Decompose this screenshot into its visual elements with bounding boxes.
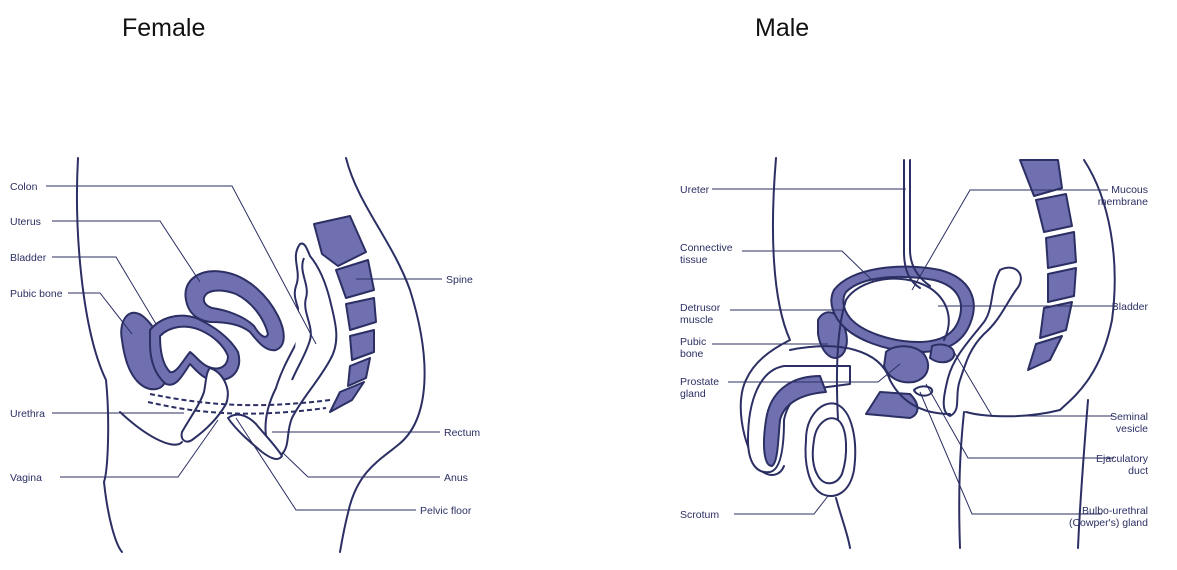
female-anus-leader xyxy=(282,452,440,477)
female-vertebra-1 xyxy=(314,216,366,266)
male-mucous-membrane-label-1: Mucous xyxy=(1111,184,1148,196)
male-vertebra-3 xyxy=(1046,232,1076,268)
female-sacrum xyxy=(330,382,364,412)
female-leg-outline-left xyxy=(104,482,122,552)
female-vertebra-5 xyxy=(348,358,370,386)
male-seminal-vesicle xyxy=(930,344,954,362)
male-testis xyxy=(813,418,846,483)
male-seminal-vesicle-label-1: Seminal xyxy=(1110,411,1148,423)
male-prostate-label-1: Prostate xyxy=(680,376,719,388)
male-bladder-label: Bladder xyxy=(1112,301,1149,313)
female-vagina-label: Vagina xyxy=(10,472,42,484)
female-vertebra-4 xyxy=(350,330,374,360)
male-pubic-bone-label-1: Pubic xyxy=(680,336,706,348)
female-rectum-label: Rectum xyxy=(444,427,480,439)
female-diagram xyxy=(77,158,425,552)
male-ureter-label: Ureter xyxy=(680,184,710,196)
female-uterus-label: Uterus xyxy=(10,216,41,228)
male-vertebra-1 xyxy=(1020,160,1062,196)
male-prostate xyxy=(884,346,928,382)
female-colon-label: Colon xyxy=(10,181,38,193)
male-cowpers-label-2: (Cowper's) gland xyxy=(1069,517,1148,529)
female-vertebra-3 xyxy=(346,298,376,330)
male-mucous-membrane-label-2: membrane xyxy=(1098,196,1148,208)
male-pubic-bone-label-2: bone xyxy=(680,348,704,360)
male-detrusor-muscle-label-1: Detrusor xyxy=(680,302,721,314)
male-sacrum xyxy=(1028,336,1062,370)
female-urethra-label: Urethra xyxy=(10,408,45,420)
male-scrotum-leader xyxy=(734,496,828,514)
male-thigh-outline xyxy=(836,412,964,548)
male-ejaculatory-duct-label-1: Ejaculatory xyxy=(1096,453,1149,465)
female-pelvic-floor-label: Pelvic floor xyxy=(420,505,472,517)
male-ejaculatory-duct-label-2: duct xyxy=(1128,465,1148,477)
male-connective-tissue-label-2: tissue xyxy=(680,254,708,266)
male-diagram xyxy=(741,158,1115,548)
male-corpus-cavernosum xyxy=(866,392,918,418)
male-scrotum-label: Scrotum xyxy=(680,509,719,521)
male-prostate-label-2: gland xyxy=(680,388,706,400)
male-seminal-vesicle-label-2: vesicle xyxy=(1116,423,1148,435)
male-detrusor-muscle-label-2: muscle xyxy=(680,314,713,326)
male-cowpers-label-1: Bulbo-urethral xyxy=(1082,505,1148,517)
female-vagina xyxy=(182,368,228,442)
male-vertebra-5 xyxy=(1040,302,1072,338)
female-pubic-bone-label: Pubic bone xyxy=(10,288,63,300)
female-bladder-label: Bladder xyxy=(10,252,47,264)
male-connective-tissue-label-1: Connective xyxy=(680,242,733,254)
male-vertebra-4 xyxy=(1048,268,1076,302)
female-spine-label: Spine xyxy=(446,274,473,286)
female-anus-label: Anus xyxy=(444,472,468,484)
female-front-thigh xyxy=(120,412,182,445)
female-body-outline xyxy=(77,158,108,482)
male-vertebra-2 xyxy=(1036,194,1072,232)
